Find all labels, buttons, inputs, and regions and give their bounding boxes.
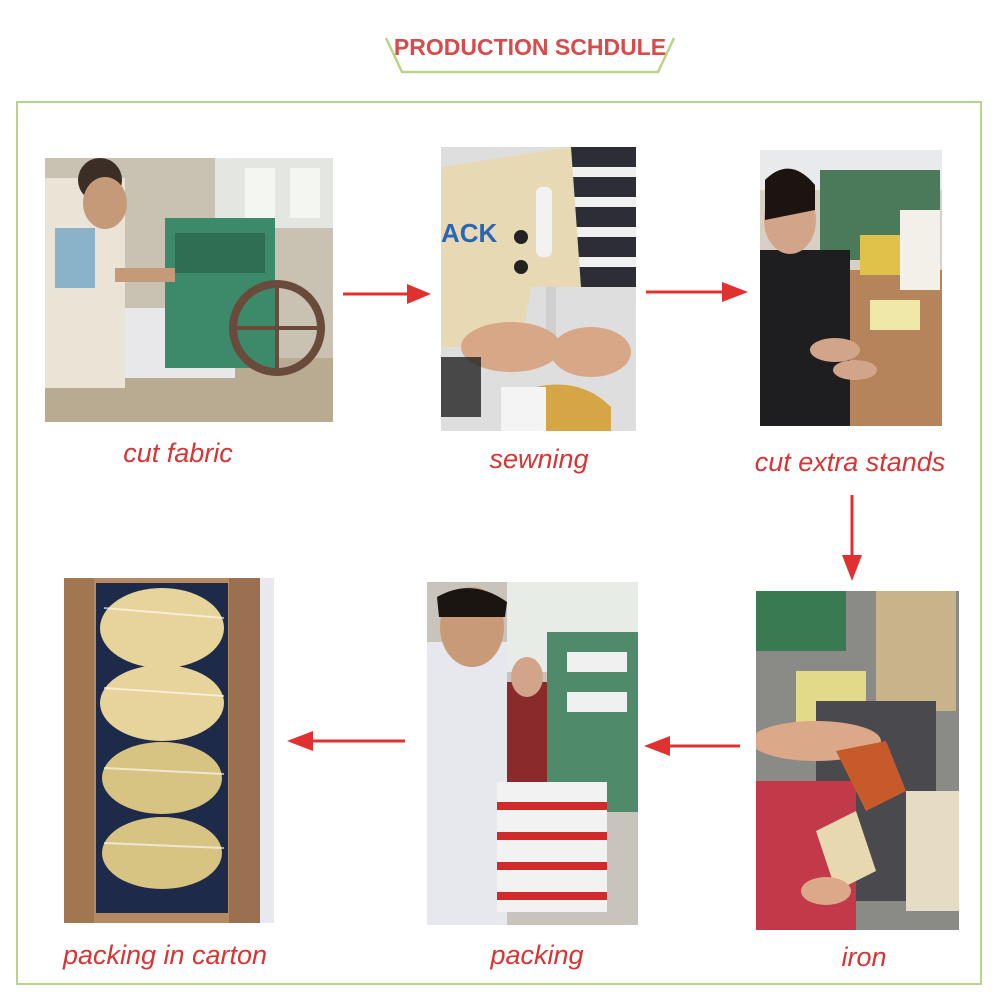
step-label-packing: packing (490, 940, 584, 970)
arrow-left-icon (644, 736, 740, 756)
photo-gloves-in-carton (64, 578, 274, 923)
arrow-down-icon (842, 495, 862, 581)
title-banner-frame (384, 37, 676, 74)
step-label-packing-in-carton: packing in carton (62, 940, 268, 970)
arrow-right-icon (646, 282, 748, 302)
step-label-cut-extra-stands: cut extra stands (754, 447, 946, 477)
photo-cutting-machine (45, 158, 333, 422)
arrow-left-icon (287, 731, 405, 751)
photo-sewing-machine-jack: ACK (441, 147, 636, 431)
photo-ironing-gloves (756, 591, 959, 930)
machine-brand-text: ACK (441, 218, 498, 248)
title-banner: PRODUCTION SCHDULE (380, 28, 680, 78)
step-label-iron: iron (841, 942, 887, 972)
photo-trimming-threads (760, 150, 942, 426)
step-label-cut-fabric: cut fabric (123, 438, 233, 468)
page-title: PRODUCTION SCHDULE (393, 34, 667, 60)
content-frame (16, 101, 982, 985)
step-label-sewning: sewning (489, 444, 589, 474)
photo-bundling-gloves (427, 582, 638, 925)
arrow-right-icon (343, 284, 431, 304)
